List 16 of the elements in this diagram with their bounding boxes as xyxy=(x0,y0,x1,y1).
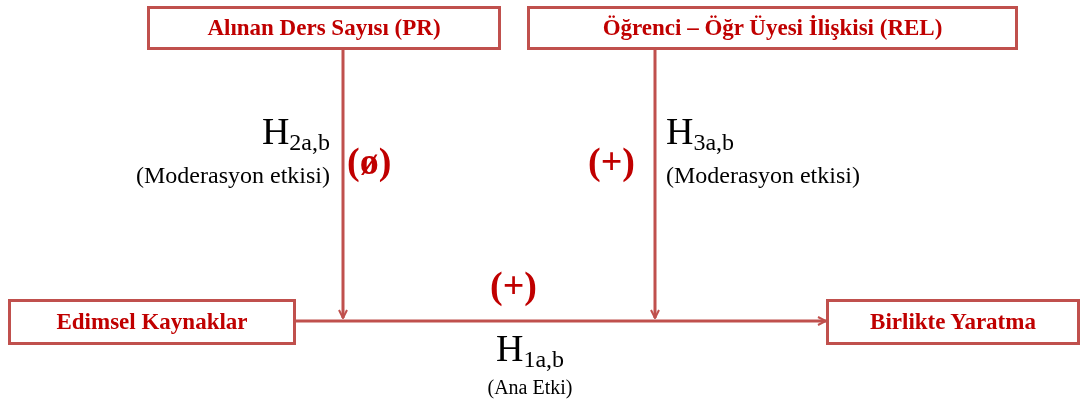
hypothesis-label: H$_{3a,b}$ xyxy=(666,109,735,156)
variable-box: Birlikte Yaratma xyxy=(826,299,1080,345)
effect-sign: (ø) xyxy=(347,139,392,184)
effect-label: (Moderasyon etkisi) xyxy=(666,161,860,190)
effect-sign: (+) xyxy=(588,139,635,184)
arrow xyxy=(296,316,827,326)
hypothesis-label: H$_{2a,b}$ xyxy=(261,109,330,156)
variable-box: Öğrenci – Öğr Üyesi İlişkisi (REL) xyxy=(527,6,1018,50)
arrow xyxy=(650,50,660,319)
arrow xyxy=(338,50,348,319)
variable-box: Alınan Ders Sayısı (PR) xyxy=(147,6,501,50)
effect-label: (Moderasyon etkisi) xyxy=(136,161,330,190)
hypothesis-label: H$_{1a,b}$ xyxy=(494,326,566,373)
effect-label: (Ana Etki) xyxy=(486,375,574,400)
effect-sign: (+) xyxy=(490,263,537,308)
variable-box: Edimsel Kaynaklar xyxy=(8,299,296,345)
